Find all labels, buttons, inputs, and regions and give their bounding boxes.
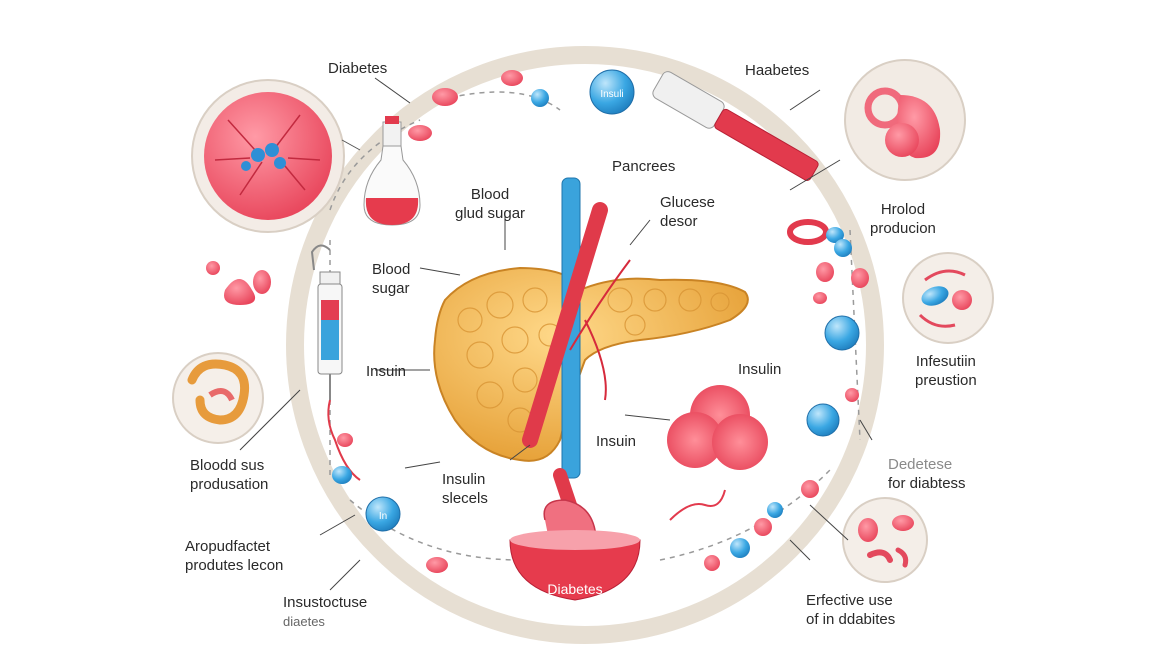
- label-haabetes: Haabetes: [745, 62, 810, 79]
- beta-cell-cluster: [667, 385, 768, 470]
- label-insustoctuse: Insustoctuse diaetes: [283, 594, 368, 629]
- pancreas-organ: [433, 266, 749, 462]
- intestine-closeup: [172, 352, 264, 444]
- label-infesutiin-preustion: Infesutiin preustion: [915, 353, 977, 389]
- label-dedetese: Dedetese for diabtess: [888, 456, 966, 492]
- label-insuin-left: Insuin: [366, 363, 407, 380]
- blood-drops: [206, 261, 271, 305]
- label-erfective-use: Erfective use of in ddabites: [806, 592, 896, 628]
- hormone-production-closeup: [844, 59, 966, 181]
- squiggle: [669, 489, 726, 521]
- label-insuin-center: Insuin: [596, 433, 637, 450]
- label-pancrees: Pancrees: [612, 158, 676, 175]
- cells-closeup: [842, 497, 928, 583]
- red-band: [787, 219, 829, 245]
- blood-sample-flask: [363, 116, 421, 226]
- label-insulin-slecels: Insulin slecels: [442, 471, 488, 507]
- bowl-label: Diabetes: [547, 581, 602, 597]
- ring-particles: In: [332, 70, 869, 573]
- label-insulin-right: Insulin: [738, 361, 782, 378]
- nerve-lines: [569, 259, 631, 401]
- label-diabetes-top-left: Diabetes: [328, 60, 388, 77]
- insulin-syringe: [310, 244, 361, 481]
- cycle-ring: [286, 46, 884, 644]
- red-blood-cell-closeup: [191, 79, 361, 233]
- molecule-label-left: In: [379, 511, 387, 522]
- stomach-bowl: Diabetes: [509, 499, 641, 601]
- red-vessel: [522, 202, 608, 448]
- pointer-lines: [239, 77, 873, 591]
- label-glucese-desor: Glucese desor: [660, 194, 716, 230]
- label-bloodd-sus-produsation: Bloodd sus produsation: [190, 457, 269, 493]
- molecule-label-top: Insuli: [600, 89, 623, 100]
- label-hrolod-production: Hrolod producion: [870, 201, 936, 237]
- label-blood-glud-sugar: Blood glud sugar: [455, 186, 526, 222]
- insulin-action-closeup: [902, 252, 994, 344]
- label-aropudfactet: Aropudfactet produtes lecon: [185, 538, 284, 574]
- insulin-molecule-top: Insuli: [589, 69, 635, 115]
- insulin-pen: [652, 71, 819, 181]
- label-blood-sugar: Blood sugar: [372, 261, 411, 297]
